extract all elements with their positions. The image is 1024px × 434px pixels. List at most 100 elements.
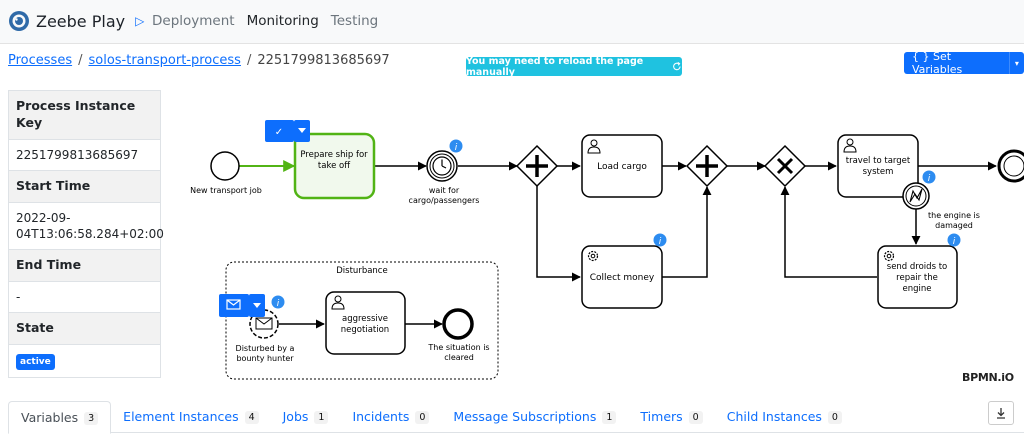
tab-count: 4 <box>244 411 259 424</box>
user-task-icon <box>587 139 601 154</box>
reload-alert-text: You may need to reload the page manually <box>466 55 644 78</box>
tab-count: 1 <box>314 411 329 424</box>
exclusive-gateway[interactable] <box>763 144 807 188</box>
subprocess-title: Disturbance <box>336 266 387 276</box>
nav-deployment[interactable]: Deployment <box>152 13 235 29</box>
task-negotiation-label-2: negotiation <box>341 325 389 335</box>
error-boundary-event[interactable] <box>902 182 930 210</box>
start-time-label: Start Time <box>9 170 160 203</box>
info-icon[interactable]: i <box>271 295 285 310</box>
task-send-droids-label-1: send droids to <box>887 262 947 272</box>
task-load-cargo[interactable]: Load cargo <box>581 134 663 198</box>
instance-key-label: Process Instance Key <box>9 91 160 140</box>
task-send-droids-label-3: engine <box>903 284 932 294</box>
detail-tabs: Variables 3 Element Instances 4 Jobs 1 I… <box>8 401 1024 434</box>
svg-text:i: i <box>659 237 662 247</box>
nav-testing[interactable]: Testing <box>330 13 379 29</box>
user-task-icon <box>843 138 857 153</box>
tab-jobs[interactable]: Jobs 1 <box>271 401 341 432</box>
timer-label-2: cargo/passengers <box>409 196 480 205</box>
task-collect-money-label: Collect money <box>590 273 655 283</box>
end-time-value: - <box>9 282 160 314</box>
event-subprocess-disturbance[interactable]: Disturbance <box>225 261 499 380</box>
app-name: Zeebe Play <box>36 11 126 31</box>
nav-monitoring[interactable]: Monitoring <box>246 13 319 29</box>
tab-label: Message Subscriptions <box>453 409 597 424</box>
task-collect-money[interactable]: Collect money <box>581 245 663 309</box>
end-time-label: End Time <box>9 250 160 283</box>
parallel-gateway-split[interactable] <box>515 144 559 188</box>
service-task-icon <box>587 250 599 262</box>
publish-message-dropdown[interactable] <box>249 294 265 317</box>
refresh-icon <box>673 62 681 71</box>
brand[interactable]: Zeebe Play ▷ <box>8 10 144 32</box>
svg-text:i: i <box>277 299 280 309</box>
publish-message-button[interactable] <box>219 294 249 317</box>
complete-job-button[interactable]: ✓ <box>265 120 294 142</box>
state-badge: active <box>16 354 55 371</box>
info-icon[interactable]: i <box>653 233 667 248</box>
zeebe-logo-icon <box>9 11 29 31</box>
tab-count: 0 <box>688 411 703 424</box>
tab-label: Timers <box>640 409 683 424</box>
info-icon[interactable]: i <box>449 139 463 154</box>
state-row: active <box>9 345 160 377</box>
play-icon[interactable]: ▷ <box>135 14 145 28</box>
collapse-panel-button[interactable] <box>988 401 1014 425</box>
set-variables-dropdown[interactable]: ▾ <box>1008 52 1024 74</box>
svg-text:i: i <box>928 174 931 184</box>
task-travel[interactable]: travel to target system <box>837 134 919 198</box>
tab-element-instances[interactable]: Element Instances 4 <box>111 401 270 432</box>
task-send-droids[interactable]: send droids to repair the engine <box>877 245 958 309</box>
top-navbar: Zeebe Play ▷ Deployment Monitoring Testi… <box>0 0 1024 44</box>
info-icon[interactable]: i <box>922 170 936 185</box>
start-event[interactable] <box>210 151 240 181</box>
message-event-label-2: bounty hunter <box>236 354 294 363</box>
task-aggressive-negotiation[interactable]: aggressive negotiation <box>325 291 406 355</box>
tab-count: 1 <box>602 411 617 424</box>
tab-message-subscriptions[interactable]: Message Subscriptions 1 <box>441 401 628 432</box>
timer-event-wait[interactable] <box>426 150 458 182</box>
tab-label: Element Instances <box>123 409 239 424</box>
service-task-icon <box>883 250 895 262</box>
tab-incidents[interactable]: Incidents 0 <box>340 401 441 432</box>
breadcrumb-processes[interactable]: Processes <box>8 53 73 68</box>
svg-text:i: i <box>455 143 458 153</box>
tab-label: Child Instances <box>726 409 822 424</box>
breadcrumb-instance: 2251799813685697 <box>257 53 390 68</box>
set-variables-button[interactable]: { } Set Variables <box>904 50 1009 76</box>
task-send-droids-label-2: repair the <box>896 273 938 283</box>
reload-alert[interactable]: You may need to reload the page manually <box>466 55 682 78</box>
error-label-2: damaged <box>935 221 973 230</box>
bpmn-io-watermark[interactable]: BPMN.iO <box>962 371 1014 384</box>
chevron-down-icon <box>253 303 261 308</box>
intermediate-event-edge[interactable] <box>997 149 1024 183</box>
breadcrumb-process[interactable]: solos-transport-process <box>88 53 241 68</box>
svg-text:i: i <box>953 237 956 247</box>
tab-count: 0 <box>415 411 430 424</box>
task-load-cargo-label: Load cargo <box>597 162 647 172</box>
info-icon[interactable]: i <box>947 233 961 248</box>
message-event-label-1: Disturbed by a <box>236 344 295 353</box>
tab-count: 3 <box>84 412 99 425</box>
user-task-icon <box>331 295 345 310</box>
tab-label: Jobs <box>282 409 309 424</box>
breadcrumb-separator: / <box>78 53 83 68</box>
timer-label-1: wait for <box>429 186 460 195</box>
end-event[interactable] <box>442 308 474 340</box>
error-icon <box>909 188 923 203</box>
arrow-down-bar-icon <box>997 408 1005 419</box>
tab-child-instances[interactable]: Child Instances 0 <box>715 401 854 432</box>
task-travel-label-2: system <box>863 167 894 177</box>
end-event-label-1: The situation is <box>427 343 489 352</box>
tab-timers[interactable]: Timers 0 <box>628 401 714 432</box>
complete-job-dropdown[interactable] <box>294 120 310 142</box>
tab-label: Incidents <box>352 409 410 424</box>
breadcrumb-separator: / <box>246 53 252 68</box>
tab-variables[interactable]: Variables 3 <box>8 401 112 434</box>
parallel-gateway-join[interactable] <box>685 144 729 188</box>
error-label-1: the engine is <box>928 211 980 220</box>
